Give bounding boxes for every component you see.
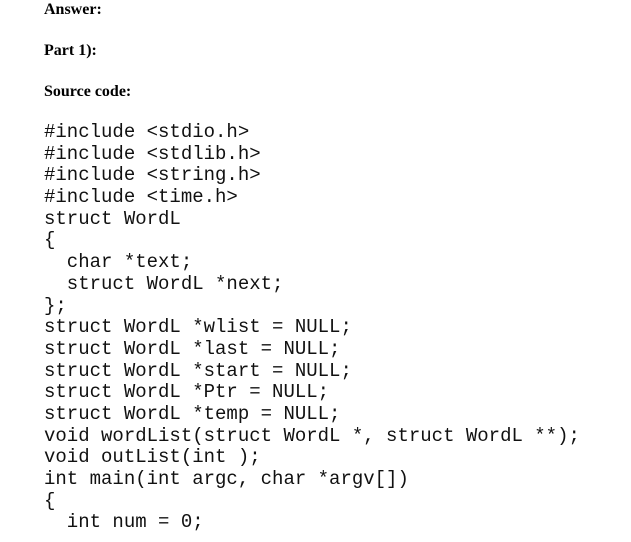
code-line: struct WordL *Ptr = NULL;: [44, 381, 330, 404]
code-line: void outList(int );: [44, 446, 261, 469]
code-line: void wordList(struct WordL *, struct Wor…: [44, 424, 580, 447]
source-code-block: #include <stdio.h>#include <stdlib.h>#in…: [44, 121, 580, 534]
code-line: {: [44, 229, 56, 252]
code-line: int num = 0;: [44, 511, 204, 534]
code-line: #include <string.h>: [44, 164, 261, 187]
code-line: };: [44, 294, 67, 317]
code-line: struct WordL *temp = NULL;: [44, 402, 341, 425]
code-line: {: [44, 489, 56, 512]
code-line: char *text;: [44, 251, 193, 274]
source-code-heading: Source code:: [44, 83, 132, 100]
code-line: int main(int argc, char *argv[]): [44, 468, 409, 490]
code-line: struct WordL *wlist = NULL;: [44, 316, 352, 339]
answer-heading: Answer:: [44, 1, 102, 18]
code-line: #include <stdio.h>: [44, 121, 250, 143]
code-line: #include <time.h>: [44, 186, 238, 209]
part-heading: Part 1):: [44, 42, 97, 59]
code-line: struct WordL *start = NULL;: [44, 359, 352, 382]
code-line: #include <stdlib.h>: [44, 142, 261, 165]
code-line: struct WordL *next;: [44, 272, 284, 295]
code-line: struct WordL: [44, 207, 181, 230]
code-line: struct WordL *last = NULL;: [44, 337, 341, 360]
